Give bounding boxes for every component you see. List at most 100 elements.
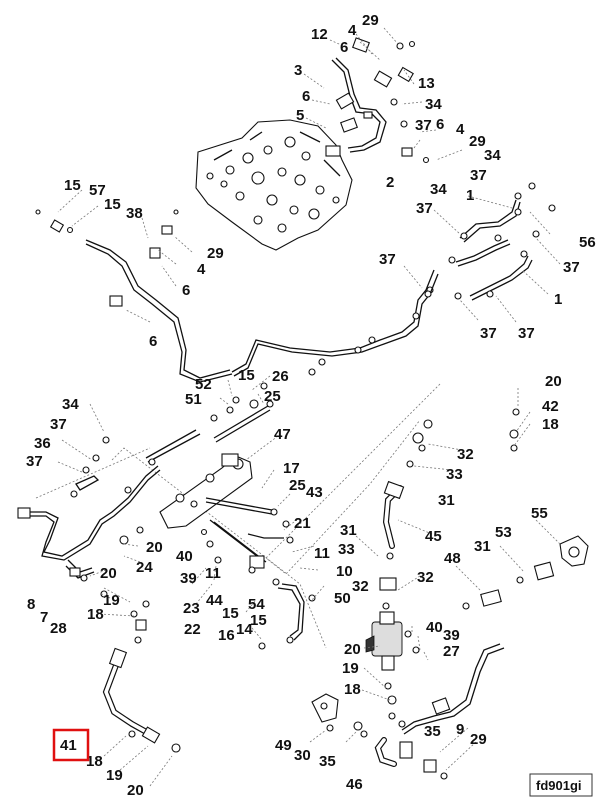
callout-30: 30 (294, 747, 311, 764)
callout-21: 21 (294, 515, 311, 532)
callout-13: 13 (418, 75, 435, 92)
callout-17: 17 (283, 460, 300, 477)
callout-35: 35 (424, 723, 441, 740)
callout-45: 45 (425, 528, 442, 545)
callout-55: 55 (531, 505, 548, 522)
callout-43: 43 (306, 484, 323, 501)
callout-41: 41 (60, 737, 77, 754)
callout-37: 37 (26, 453, 43, 470)
callout-28: 28 (50, 620, 67, 637)
callout-41-highlight (52, 728, 90, 762)
callout-6: 6 (182, 282, 190, 299)
callout-27: 27 (443, 643, 460, 660)
callout-25: 25 (264, 388, 281, 405)
center-lower-hose (248, 566, 316, 650)
callout-6: 6 (149, 333, 157, 350)
callout-18: 18 (86, 753, 103, 770)
callout-36: 36 (34, 435, 51, 452)
callout-11: 11 (205, 565, 221, 582)
callout-23: 23 (183, 600, 200, 617)
callout-1: 1 (466, 187, 474, 204)
callout-11: 11 (314, 545, 330, 562)
callout-18: 18 (344, 681, 361, 698)
callout-37: 37 (415, 117, 432, 134)
callout-20: 20 (545, 373, 562, 390)
callout-19: 19 (103, 592, 120, 609)
callout-34: 34 (484, 147, 501, 164)
callout-32: 32 (457, 446, 474, 463)
callout-2: 2 (386, 174, 394, 191)
upper-fittings (325, 37, 430, 164)
callout-51: 51 (185, 391, 202, 408)
callout-31: 31 (438, 492, 455, 509)
callout-53: 53 (495, 524, 512, 541)
callout-46: 46 (346, 776, 363, 793)
callout-5: 5 (296, 107, 304, 124)
callout-7: 7 (40, 609, 48, 626)
callout-20: 20 (127, 782, 144, 799)
callout-42: 42 (542, 398, 559, 415)
callout-37: 37 (563, 259, 580, 276)
callout-33: 33 (446, 466, 463, 483)
left-upper-line (35, 209, 233, 383)
callout-26: 26 (272, 368, 289, 385)
engine-block (195, 119, 353, 251)
callout-32: 32 (352, 578, 369, 595)
callout-15: 15 (222, 605, 239, 622)
leader-lines (57, 27, 561, 787)
callout-20: 20 (146, 539, 163, 556)
callout-15: 15 (250, 612, 267, 629)
callout-39: 39 (180, 570, 197, 587)
callout-29: 29 (469, 133, 486, 150)
callout-14: 14 (236, 621, 253, 638)
callout-37: 37 (470, 167, 487, 184)
callout-24: 24 (136, 559, 153, 576)
callout-20: 20 (100, 565, 117, 582)
callout-38: 38 (126, 205, 143, 222)
callout-31: 31 (340, 522, 357, 539)
callout-15: 15 (238, 367, 255, 384)
callout-40: 40 (176, 548, 193, 565)
callout-25: 25 (289, 477, 306, 494)
callout-34: 34 (62, 396, 79, 413)
pump-module (365, 577, 420, 728)
callout-56: 56 (579, 234, 596, 251)
callout-39: 39 (443, 627, 460, 644)
callout-54: 54 (248, 596, 265, 613)
callout-20: 20 (344, 641, 361, 658)
callout-37: 37 (379, 251, 396, 268)
callout-1: 1 (554, 291, 562, 308)
callout-29: 29 (362, 12, 379, 29)
callout-57: 57 (89, 182, 106, 199)
callout-6: 6 (340, 39, 348, 56)
callout-22: 22 (184, 621, 201, 638)
callout-44: 44 (206, 592, 223, 609)
callout-18: 18 (87, 606, 104, 623)
callout-52: 52 (195, 376, 212, 393)
callout-4: 4 (197, 261, 206, 278)
callout-37: 37 (480, 325, 497, 342)
callout-34: 34 (430, 181, 447, 198)
hose-41 (102, 619, 181, 753)
guide-outlines (35, 383, 441, 649)
callout-34: 34 (425, 96, 442, 113)
callout-6: 6 (436, 116, 444, 133)
callout-10: 10 (336, 563, 353, 580)
callout-18: 18 (542, 416, 559, 433)
callout-16: 16 (218, 627, 235, 644)
fuel-rail (119, 405, 294, 569)
bottom-right-hose (311, 643, 505, 780)
callout-19: 19 (342, 660, 359, 677)
callout-6: 6 (302, 88, 310, 105)
callout-40: 40 (426, 619, 443, 636)
callout-4: 4 (456, 121, 465, 138)
callout-32: 32 (417, 569, 434, 586)
left-lower-lines (17, 436, 161, 618)
right-cluster-lines (426, 182, 556, 301)
callout-19: 19 (106, 767, 123, 784)
callout-15: 15 (64, 177, 81, 194)
callout-9: 9 (456, 721, 464, 738)
callout-48: 48 (444, 550, 461, 567)
callout-35: 35 (319, 753, 336, 770)
